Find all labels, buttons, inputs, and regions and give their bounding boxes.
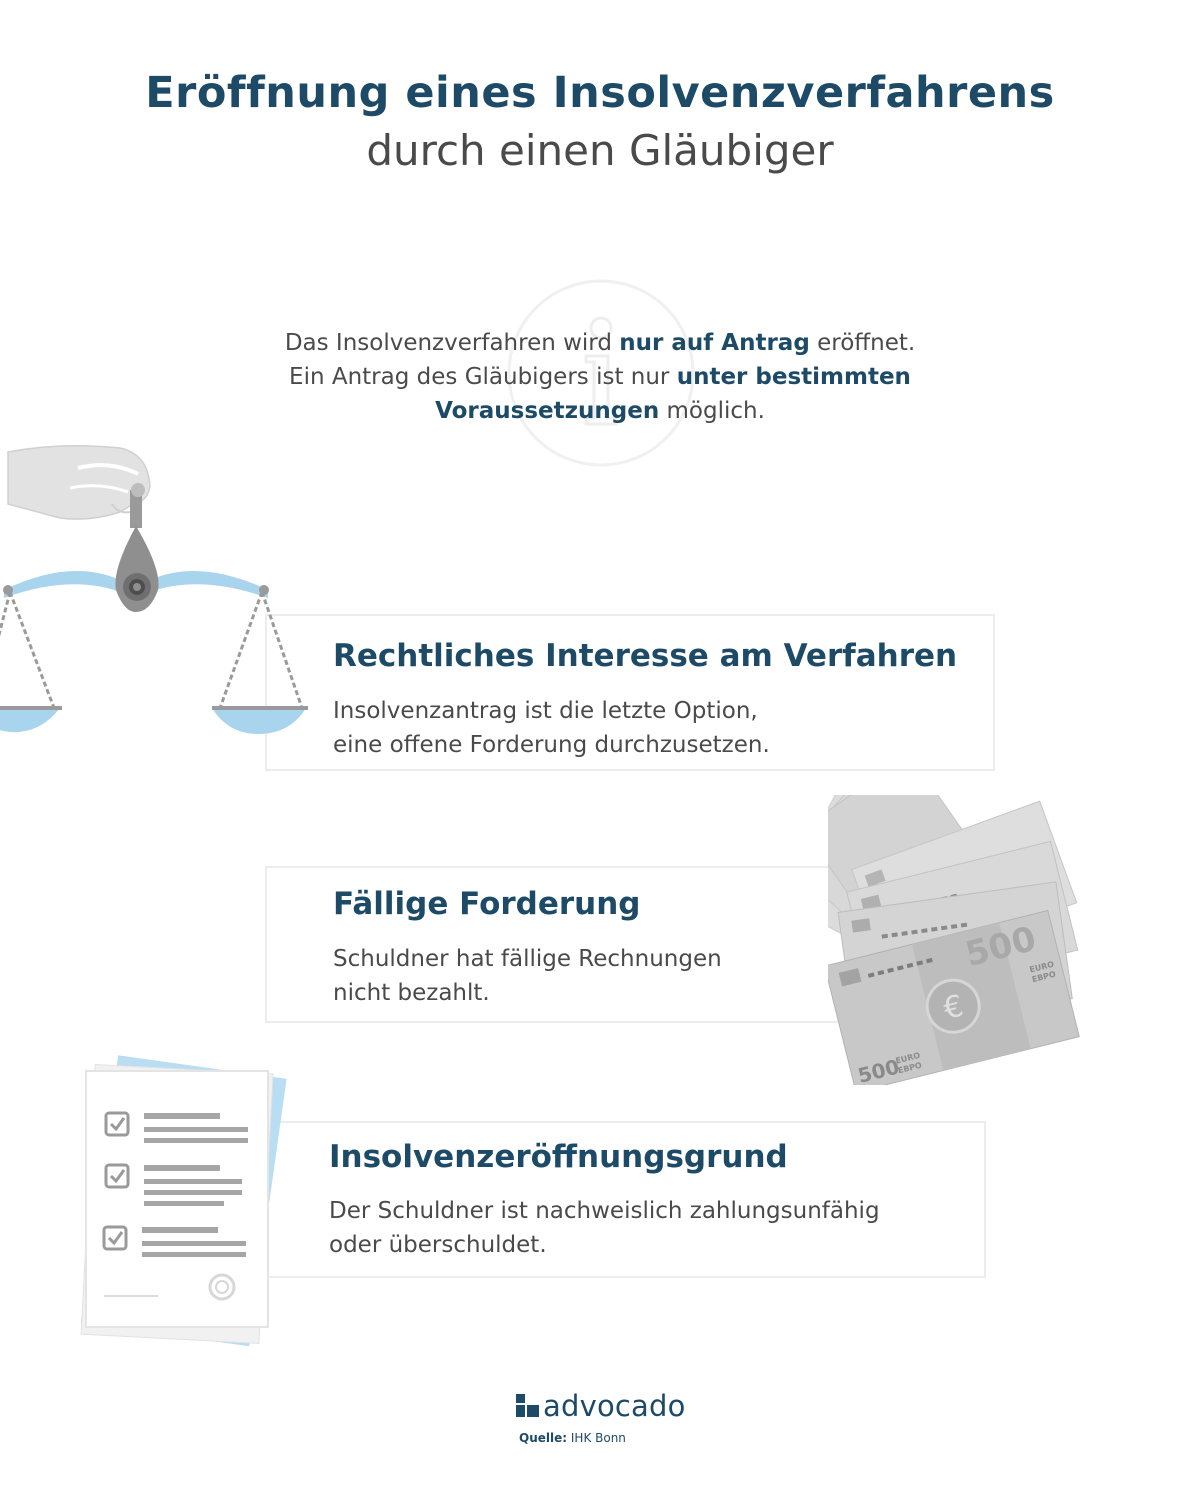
intro-text: Das Insolvenzverfahren wird nur auf Antr… [284,330,916,424]
intro-highlight-2: unter bestimmten Voraussetzungen [435,364,911,424]
card-text: Insolvenzantrag ist die letzte Option,ei… [333,698,770,758]
card-due-claim: Fällige Forderung Schuldner hat fällige … [265,866,865,1023]
scales-icon [0,445,308,734]
source-credit: Quelle: IHK Bonn [519,1431,626,1445]
advocado-logo-icon [516,1394,539,1417]
card-text: Der Schuldner ist nachweislich zahlungsu… [329,1198,880,1258]
advocado-logo: advocado [543,1389,686,1423]
card-title: Insolvenzeröffnungsgrund [329,1139,788,1175]
banknotes-icon: € 500 500 EURO ЕВРО EURO ЕВРО [828,795,1080,1085]
card-title: Rechtliches Interesse am Verfahren [333,638,958,674]
card-legal-interest: Rechtliches Interesse am Verfahren Insol… [265,614,995,771]
intro-highlight-1: nur auf Antrag [619,330,810,356]
checklist-icon [80,1055,287,1347]
page-title: Eröffnung eines Insolvenzverfahrens [145,68,1055,118]
card-title: Fällige Forderung [333,886,641,922]
page-subtitle: durch einen Gläubiger [366,126,834,175]
card-insolvency-reason: Insolvenzeröffnungsgrund Der Schuldner i… [265,1121,986,1278]
info-icon [507,279,695,467]
